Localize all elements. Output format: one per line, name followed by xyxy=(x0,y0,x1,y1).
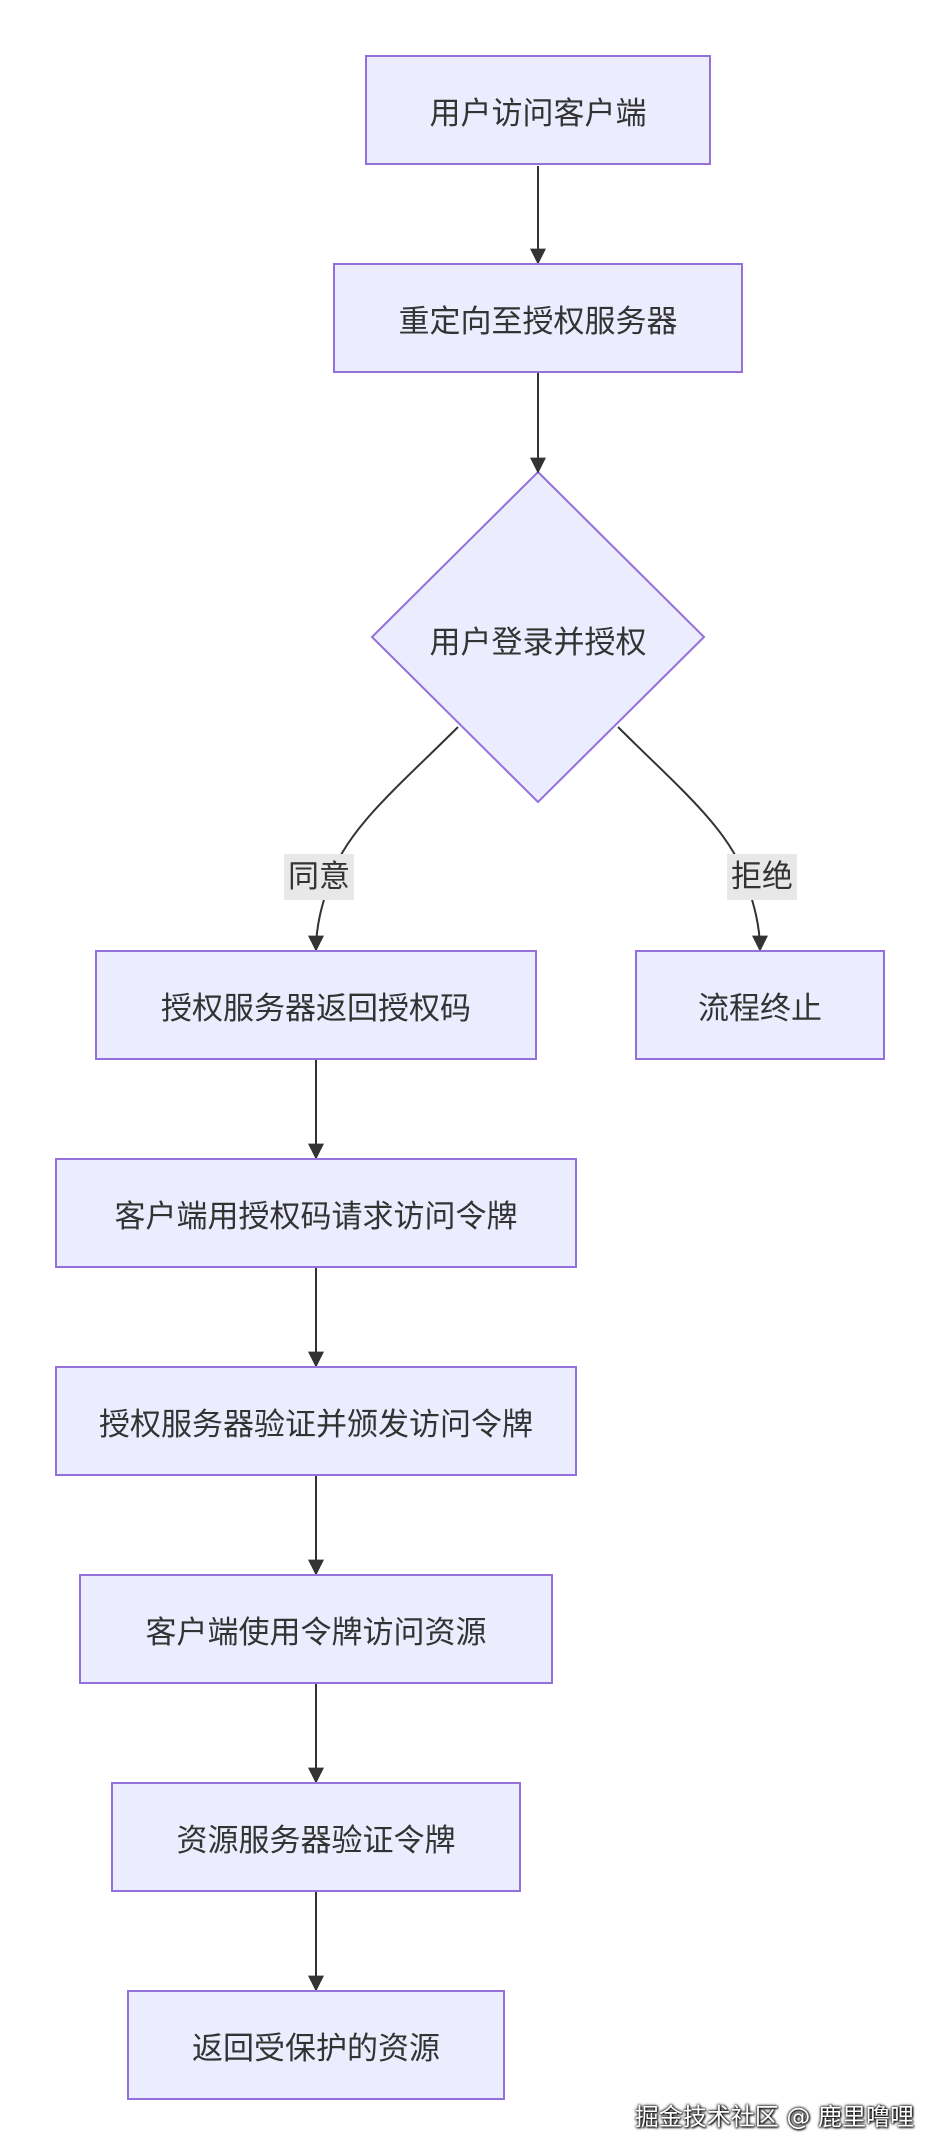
node-request-access-token: 客户端用授权码请求访问令牌 xyxy=(55,1158,577,1268)
node-request-access-token-label: 客户端用授权码请求访问令牌 xyxy=(114,1198,518,1235)
node-flow-terminated: 流程终止 xyxy=(635,950,885,1060)
node-visit-client: 用户访问客户端 xyxy=(365,55,711,165)
node-issue-access-token-label: 授权服务器验证并颁发访问令牌 xyxy=(99,1406,533,1443)
decision-label: 用户登录并授权 xyxy=(429,625,647,661)
node-client-access-resource: 客户端使用令牌访问资源 xyxy=(79,1574,553,1684)
node-flow-terminated-label: 流程终止 xyxy=(698,990,822,1027)
node-verify-token: 资源服务器验证令牌 xyxy=(111,1782,521,1892)
node-return-auth-code: 授权服务器返回授权码 xyxy=(95,950,537,1060)
edge-n3-n4 xyxy=(308,726,459,952)
node-return-auth-code-label: 授权服务器返回授权码 xyxy=(161,990,471,1027)
node-issue-access-token: 授权服务器验证并颁发访问令牌 xyxy=(55,1366,577,1476)
node-redirect-auth-server: 重定向至授权服务器 xyxy=(333,263,743,373)
watermark: 掘金技术社区 @ 鹿里噜哩 xyxy=(634,2103,914,2131)
node-return-protected-resource: 返回受保护的资源 xyxy=(127,1990,505,2100)
node-redirect-auth-server-label: 重定向至授权服务器 xyxy=(398,303,678,340)
edge-n3-n5 xyxy=(617,726,768,952)
node-client-access-resource-label: 客户端使用令牌访问资源 xyxy=(145,1614,487,1651)
node-return-protected-resource-label: 返回受保护的资源 xyxy=(192,2030,440,2067)
decision-diamond xyxy=(370,470,706,804)
edge-label-reject: 拒绝 xyxy=(727,854,797,900)
node-verify-token-label: 资源服务器验证令牌 xyxy=(176,1822,456,1859)
node-visit-client-label: 用户访问客户端 xyxy=(429,95,647,132)
edge-label-agree: 同意 xyxy=(284,854,354,900)
